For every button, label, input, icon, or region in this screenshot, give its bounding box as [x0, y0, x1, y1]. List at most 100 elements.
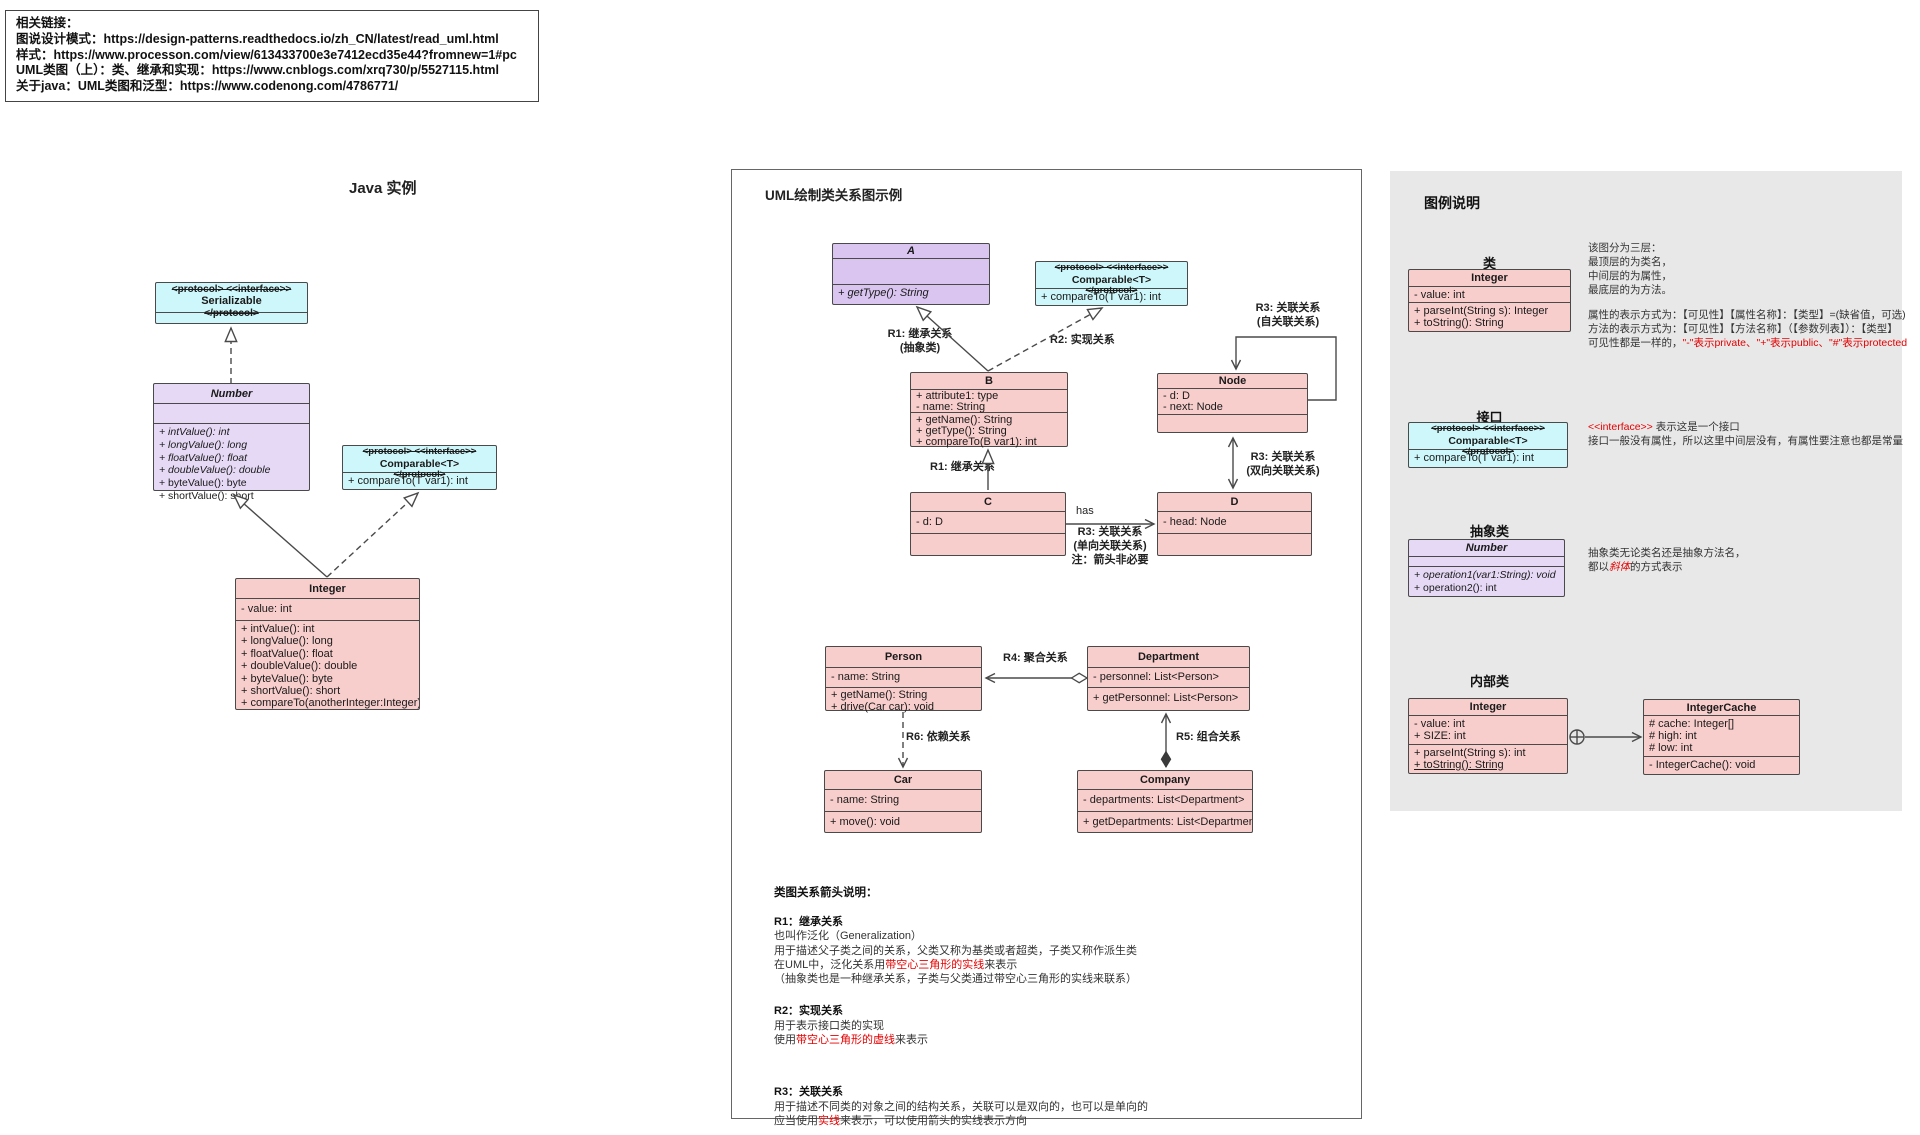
- class-serializable[interactable]: <protocol> <<interface>> Serializable </…: [155, 282, 308, 324]
- related-links-box: 相关链接： 图说设计模式：https://design-patterns.rea…: [5, 10, 539, 102]
- class-name: Department: [1088, 647, 1249, 668]
- notes-r3-title: R3：关联关系: [774, 1085, 1119, 1099]
- label-r3-bidirectional[interactable]: R3: 关联关系 (双向关联关系): [1246, 451, 1319, 479]
- legend-abstract-number[interactable]: Number + operation1(var1:String): void +…: [1408, 539, 1565, 597]
- class-d[interactable]: D - head: Node: [1157, 492, 1312, 556]
- class-name: A: [833, 244, 989, 259]
- class-company[interactable]: Company - departments: List<Department> …: [1077, 770, 1253, 833]
- attr-row: - d: D: [1158, 391, 1307, 402]
- links-title: 相关链接：: [16, 16, 528, 32]
- class-comparable-java[interactable]: <protocol> <<interface>> Comparable<T> <…: [342, 445, 497, 490]
- label-r5[interactable]: R5: 组合关系: [1176, 731, 1241, 745]
- legend-inner-heading: 内部类: [1408, 671, 1571, 690]
- class-car[interactable]: Car - name: String + move(): void: [824, 770, 982, 833]
- legend-abstract-desc: 抽象类无论类名还是抽象方法名， 都以斜体的方式表示: [1588, 546, 1746, 574]
- method-row: + shortValue(): short: [154, 490, 309, 503]
- method-row: + shortValue(): short: [236, 685, 419, 697]
- label-has[interactable]: has: [1076, 505, 1094, 519]
- legend-interface-comparable[interactable]: <protocol> <<interface>> Comparable<T> <…: [1408, 422, 1568, 468]
- attr-row: # cache: Integer[]: [1644, 718, 1799, 730]
- method-row: + doubleValue(): double: [154, 464, 309, 477]
- method-row: + getPersonnel: List<Person>: [1088, 692, 1249, 705]
- method-row: + toString(): String: [1409, 759, 1567, 771]
- class-name: Integer: [1409, 270, 1570, 287]
- legend-inner-integer[interactable]: Integer - value: int + SIZE: int + parse…: [1408, 698, 1568, 774]
- attr-row: # low: int: [1644, 742, 1799, 754]
- attr-row: - value: int: [1409, 289, 1570, 302]
- class-name: C: [911, 493, 1065, 512]
- class-name: D: [1158, 493, 1311, 512]
- class-name: Number: [154, 384, 309, 404]
- method-row: + longValue(): long: [236, 635, 419, 647]
- method-row: + compareTo(T var1): int: [1036, 291, 1187, 304]
- attr-row: - value: int: [236, 603, 419, 616]
- arrow-notes: 类图关系箭头说明： R1：继承关系 也叫作泛化（Generalization） …: [774, 886, 1119, 1128]
- link-line: 样式：https://www.processon.com/view/613433…: [16, 48, 528, 64]
- attr-row: - value: int: [1409, 718, 1567, 730]
- method-row: + floatValue(): float: [154, 452, 309, 465]
- class-name: Person: [826, 647, 981, 668]
- attr-row: + attribute1: type: [911, 391, 1067, 402]
- class-name: Car: [825, 771, 981, 790]
- edge-integer-number[interactable]: [234, 495, 327, 577]
- stereotype-open: <protocol> <<interface>>: [1409, 424, 1567, 435]
- method-row: - IntegerCache(): void: [1644, 759, 1799, 772]
- class-number[interactable]: Number + intValue(): int + longValue(): …: [153, 383, 310, 491]
- label-r1-abstract[interactable]: R1: 继承关系 (抽象类): [888, 328, 953, 356]
- method-row: + longValue(): long: [154, 439, 309, 452]
- class-node[interactable]: Node - d: D - next: Node: [1157, 373, 1308, 433]
- method-row: + doubleValue(): double: [236, 660, 419, 672]
- legend-abstract-heading: 抽象类: [1408, 521, 1571, 540]
- stereotype-open: <protocol> <<interface>>: [156, 284, 307, 295]
- stereotype-open: <protocol> <<interface>>: [1036, 263, 1187, 274]
- label-r3-self[interactable]: R3: 关联关系 (自关联关系): [1256, 302, 1321, 330]
- method-row: + byteValue(): byte: [154, 477, 309, 490]
- method-row: + getType(): String: [833, 287, 989, 300]
- class-name: Integer: [1409, 699, 1567, 716]
- label-r1[interactable]: R1: 继承关系: [930, 461, 995, 475]
- edge-integer-comparable[interactable]: [327, 493, 418, 577]
- label-r6[interactable]: R6: 依赖关系: [906, 731, 971, 745]
- class-integer-java[interactable]: Integer - value: int + intValue(): int +…: [235, 578, 420, 710]
- class-person[interactable]: Person - name: String + getName(): Strin…: [825, 646, 982, 711]
- method-row: + getName(): String: [911, 415, 1067, 426]
- legend-class-desc: 该图分为三层： 最顶层的为类名， 中间层的为属性， 最底层的为方法。 属性的表示…: [1588, 241, 1907, 350]
- method-row: + operation2(): int: [1409, 582, 1564, 595]
- attr-row: - d: D: [911, 516, 1065, 529]
- method-row: + getType(): String: [911, 426, 1067, 437]
- notes-heading: 类图关系箭头说明：: [774, 886, 1119, 901]
- attr-row: # high: int: [1644, 730, 1799, 742]
- legend-interface-desc: <<interface>> 表示这是一个接口 接口一般没有属性，所以这里中间层没…: [1588, 420, 1903, 448]
- link-line: UML类图（上）：类、继承和实现：https://www.cnblogs.com…: [16, 63, 528, 79]
- class-department[interactable]: Department - personnel: List<Person> + g…: [1087, 646, 1250, 711]
- notes-r1-title: R1：继承关系: [774, 915, 1119, 929]
- method-row: + compareTo(T var1): int: [1409, 452, 1567, 465]
- class-a[interactable]: A + getType(): String: [832, 243, 990, 305]
- class-name: Comparable<T>: [343, 458, 496, 470]
- label-r3-unidirectional[interactable]: R3: 关联关系 (单向关联关系) 注：箭头非必要: [1072, 526, 1149, 567]
- class-comparable-uml[interactable]: <protocol> <<interface>> Comparable<T> <…: [1035, 261, 1188, 306]
- class-name: Company: [1078, 771, 1252, 790]
- method-row: + compareTo(B var1): int: [911, 437, 1067, 448]
- uml-panel-title: UML绘制类关系图示例: [765, 184, 902, 204]
- attr-row: - personnel: List<Person>: [1088, 671, 1249, 684]
- method-row: + drive(Car car): void: [826, 702, 981, 714]
- label-r4[interactable]: R4: 聚合关系: [1003, 652, 1068, 666]
- method-row: + toString(): String: [1409, 317, 1570, 329]
- legend-title: 图例说明: [1424, 193, 1480, 213]
- method-row: + intValue(): int: [154, 426, 309, 439]
- class-name: IntegerCache: [1644, 700, 1799, 716]
- attr-row: - head: Node: [1158, 516, 1311, 529]
- class-b[interactable]: B + attribute1: type - name: String + ge…: [910, 372, 1068, 447]
- attr-row: - name: String: [825, 794, 981, 807]
- class-name: Number: [1409, 540, 1564, 557]
- attr-row: + SIZE: int: [1409, 730, 1567, 742]
- class-name: Comparable<T>: [1036, 274, 1187, 286]
- label-r2[interactable]: R2: 实现关系: [1050, 334, 1115, 348]
- attr-row: - next: Node: [1158, 402, 1307, 413]
- legend-class-integer[interactable]: Integer - value: int + parseInt(String s…: [1408, 269, 1571, 332]
- class-c[interactable]: C - d: D: [910, 492, 1066, 556]
- attr-row: - departments: List<Department>: [1078, 794, 1252, 807]
- legend-inner-integercache[interactable]: IntegerCache # cache: Integer[] # high: …: [1643, 699, 1800, 775]
